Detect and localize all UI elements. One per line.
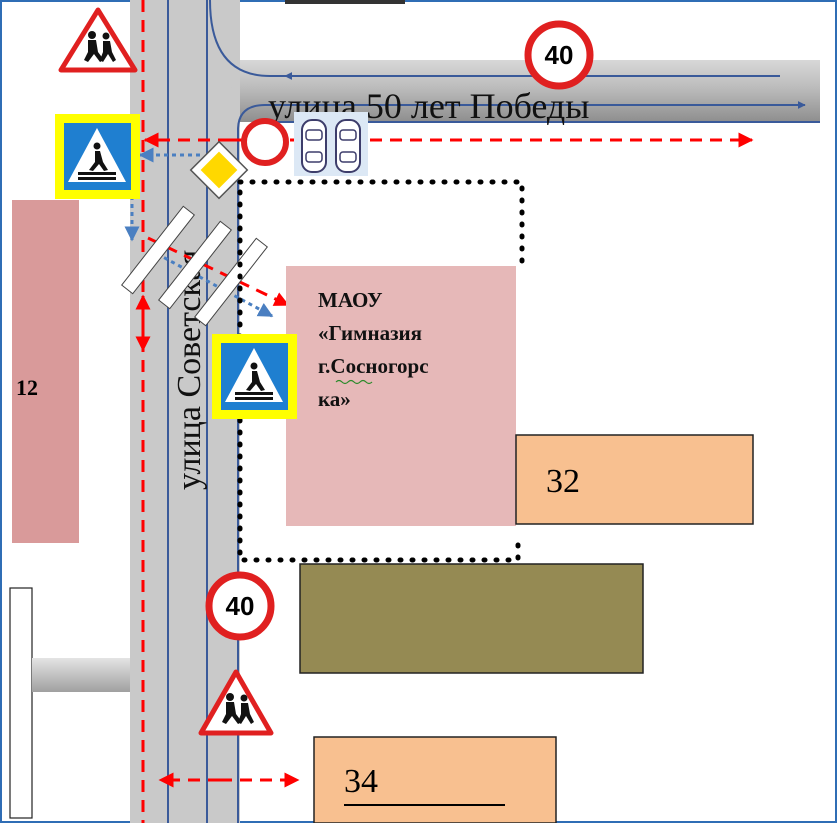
building-12 bbox=[12, 200, 79, 543]
speed-limit-top-value: 40 bbox=[545, 40, 574, 70]
building-32 bbox=[515, 434, 754, 525]
spellcheck-underline bbox=[335, 379, 373, 385]
speed-limit-sign-icon: 40 bbox=[205, 571, 275, 641]
children-crossing-sign-icon bbox=[198, 669, 274, 736]
school-label-line-1: МАОУ bbox=[318, 288, 383, 312]
parking-cars-icon bbox=[294, 112, 368, 176]
building-34-label: 34 bbox=[344, 763, 378, 800]
pedestrian-crossing-sign-icon bbox=[212, 334, 297, 419]
route-blue-diagonal bbox=[149, 248, 274, 318]
lane-arrow-right bbox=[237, 101, 806, 180]
speed-limit-bottom-value: 40 bbox=[226, 591, 255, 621]
building-34 bbox=[313, 736, 557, 823]
school-label: МАОУ «Гимназия г.Сосногорс ка» bbox=[318, 288, 434, 411]
children-crossing-sign-icon bbox=[58, 7, 138, 73]
zebra-crossing bbox=[120, 205, 269, 327]
speed-limit-sign-icon: 40 bbox=[524, 20, 594, 90]
building-left-white bbox=[9, 587, 33, 819]
school-building bbox=[286, 266, 516, 526]
school-label-line-2: «Гимназия bbox=[318, 321, 422, 345]
building-32-label: 32 bbox=[546, 463, 580, 500]
no-entry-sign-icon bbox=[241, 118, 289, 166]
top-edge-line bbox=[285, 0, 405, 4]
pedestrian-crossing-sign-icon bbox=[55, 114, 140, 199]
building-12-label: 12 bbox=[16, 375, 38, 400]
school-label-line-3: г.Сосногорс bbox=[318, 354, 429, 378]
lane-curve-top bbox=[209, 0, 780, 77]
road-junction bbox=[210, 50, 240, 122]
school-label-line-4: ка» bbox=[318, 387, 351, 411]
priority-road-sign-icon bbox=[189, 140, 249, 200]
side-road-left bbox=[32, 658, 130, 692]
route-red-diagonal bbox=[147, 236, 290, 307]
building-olive bbox=[299, 563, 644, 674]
